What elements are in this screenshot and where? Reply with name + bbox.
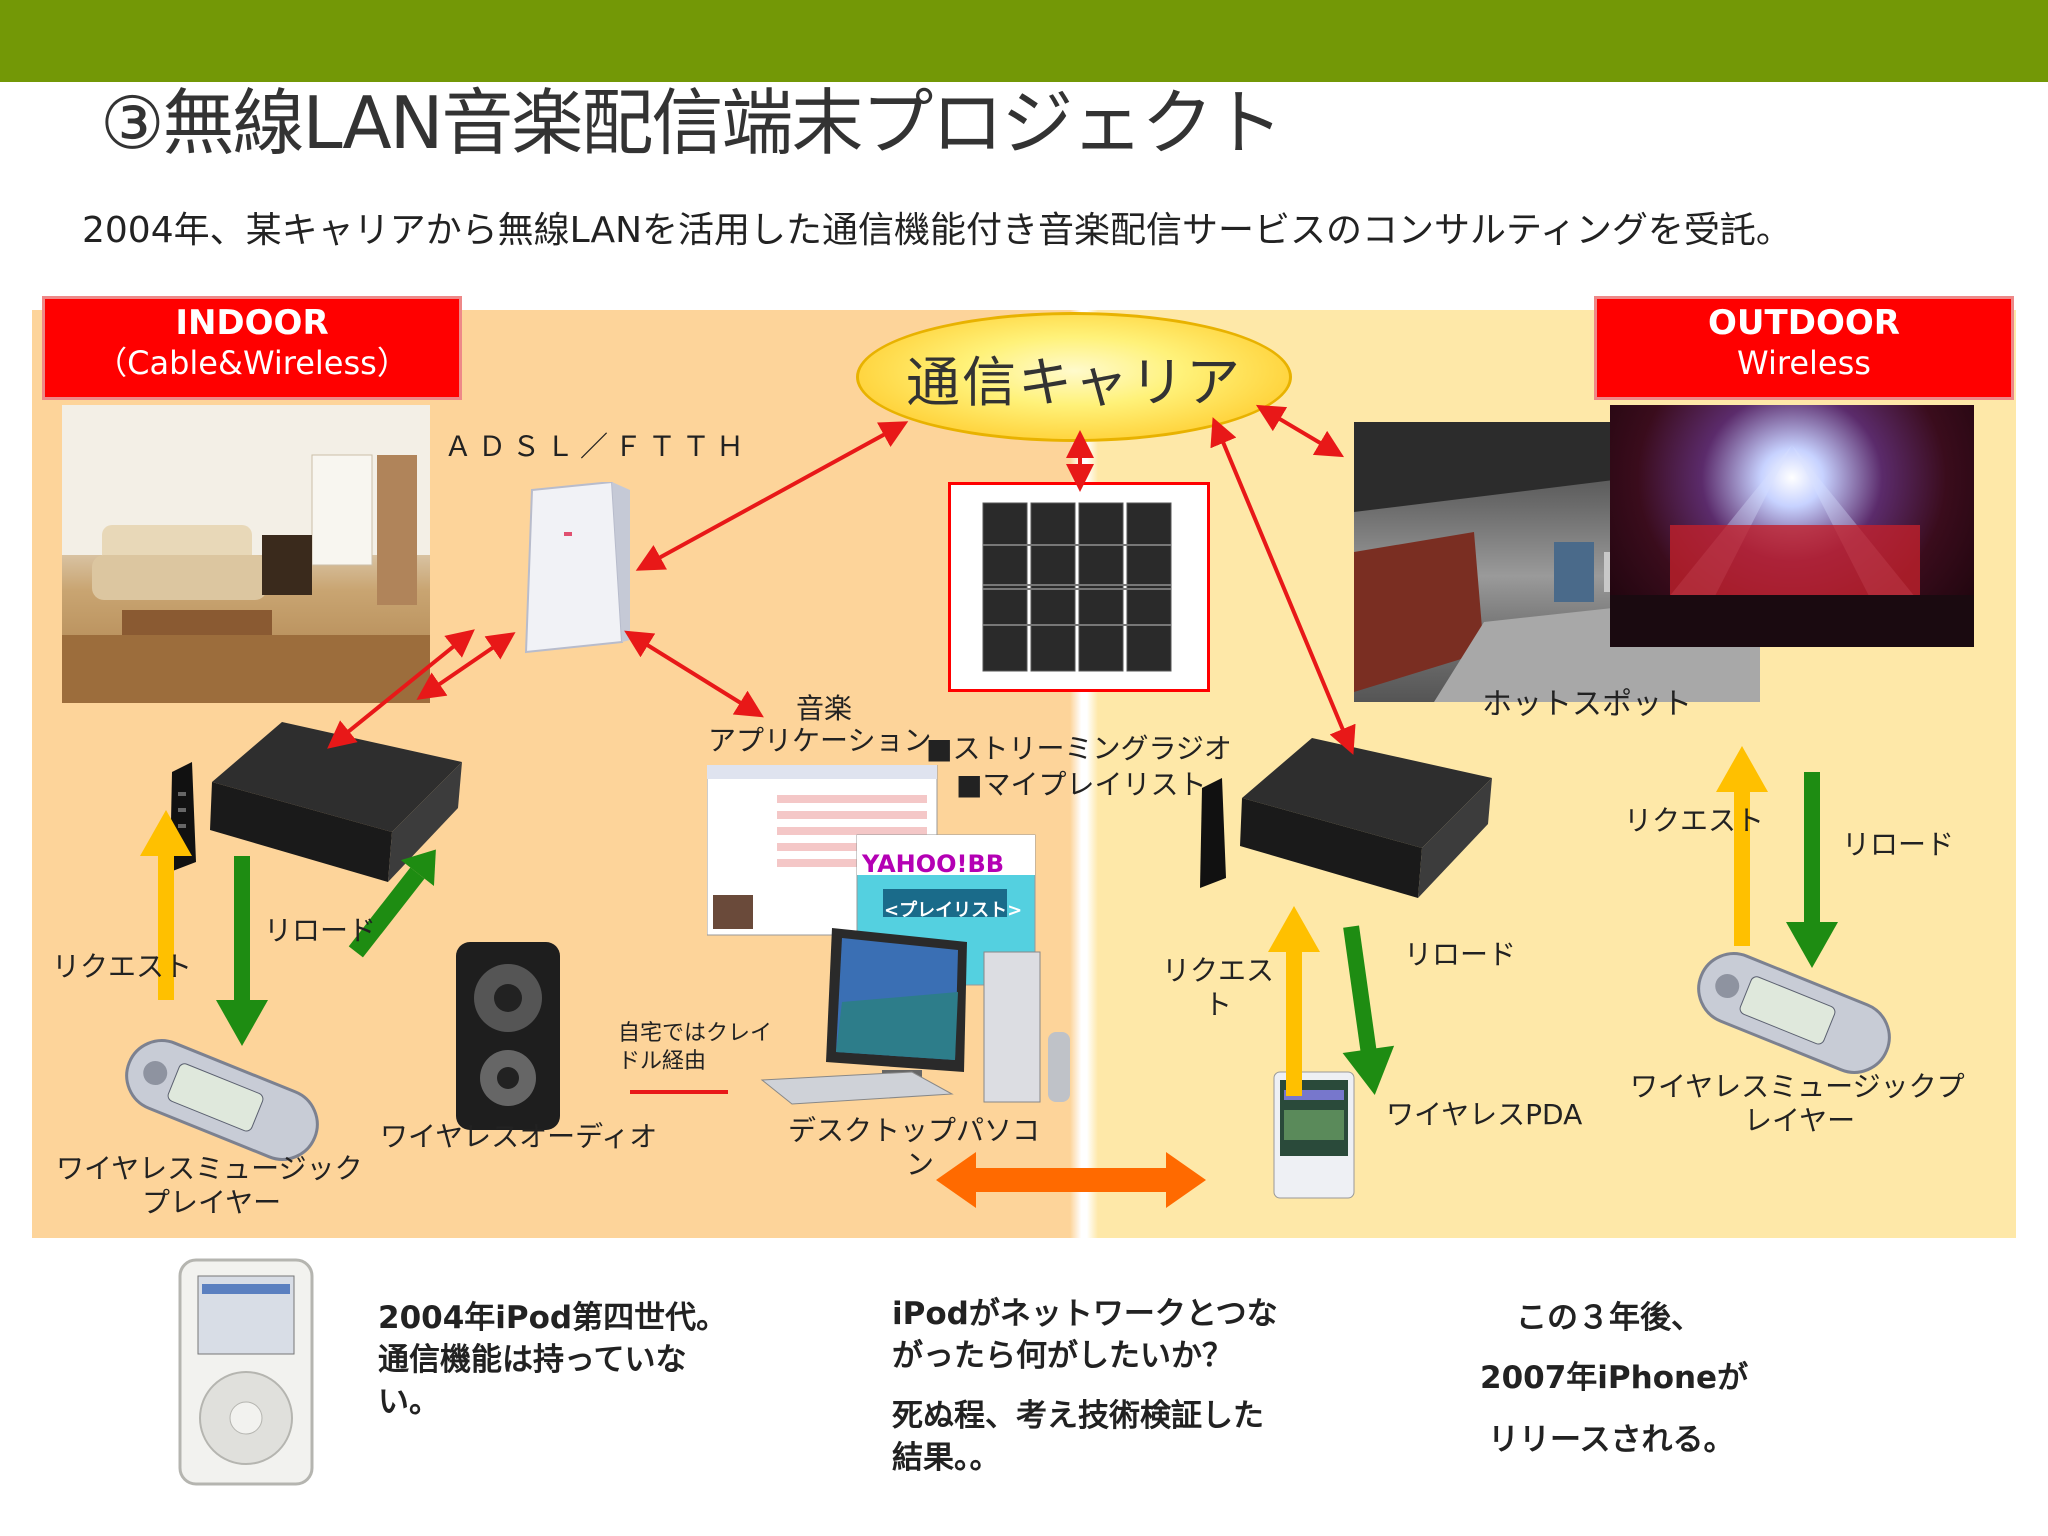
slide-title: ③無線LAN音楽配信端末プロジェクト bbox=[100, 81, 1283, 165]
wireless-speaker bbox=[456, 942, 560, 1130]
cradle-label-1: 自宅ではクレイ bbox=[618, 1021, 773, 1046]
ipod-note-2: 通信機能は持っていな bbox=[378, 1342, 687, 1378]
indoor-subtitle: （Cable&Wireless） bbox=[95, 344, 409, 382]
hotspot-label: ホットスポット bbox=[1482, 688, 1692, 718]
cradle-label-2: ドル経由 bbox=[618, 1049, 707, 1074]
playlist-header: <プレイリスト> bbox=[884, 900, 1023, 921]
request-label-left: リクエスト bbox=[52, 950, 193, 983]
concert-photo bbox=[1610, 405, 1974, 647]
ipod-note-3: い。 bbox=[378, 1384, 440, 1420]
arrow-right-reload bbox=[1786, 772, 1838, 968]
arrow-modem-terminal bbox=[327, 629, 475, 749]
outdoor-music-terminal bbox=[1200, 738, 1492, 898]
desktop-pc bbox=[760, 928, 1070, 1105]
music-app-label-1: 音楽 bbox=[796, 692, 853, 725]
arrow-mid-reload bbox=[1342, 925, 1395, 1095]
arrow-carrier-terminal bbox=[1210, 417, 1356, 755]
result-line-2: 結果。。 bbox=[892, 1440, 1001, 1476]
request-label-mid-2: ト bbox=[1204, 988, 1233, 1021]
arrow-indoor-outdoor bbox=[936, 1152, 1206, 1208]
player-label-right-1: ワイヤレスミュージックプ bbox=[1630, 1070, 1965, 1103]
wireless-audio-label: ワイヤレスオーディオ bbox=[380, 1120, 658, 1153]
request-label-right: リクエスト bbox=[1624, 804, 1765, 837]
indoor-label: INDOOR （Cable&Wireless） bbox=[42, 296, 462, 400]
wireless-music-player-right bbox=[1697, 952, 1891, 1074]
later-line-2: 2007年iPhoneが bbox=[1480, 1360, 1749, 1396]
question-line-1: iPodがネットワークとつな bbox=[892, 1296, 1278, 1332]
player-label-right-2: レイヤー bbox=[1744, 1104, 1856, 1137]
wireless-music-player-left bbox=[125, 1039, 319, 1161]
service-playlist: ■マイプレイリスト bbox=[956, 768, 1207, 801]
player-label-left-2: プレイヤー bbox=[142, 1186, 282, 1219]
ipod-note-1: 2004年iPod第四世代。 bbox=[378, 1300, 728, 1336]
arrow-modem-app bbox=[624, 630, 764, 718]
outdoor-title: OUTDOOR bbox=[1708, 303, 1900, 343]
yahoo-logo: YAHOO!BB bbox=[862, 850, 1005, 878]
arrow-speaker bbox=[348, 849, 436, 958]
music-app-label-2: アプリケーション bbox=[708, 724, 932, 757]
service-diagram: INDOOR （Cable&Wireless） OUTDOOR Wireless… bbox=[32, 296, 2016, 1238]
later-line-1: この３年後、 bbox=[1516, 1300, 1702, 1336]
reload-label-right: リロード bbox=[1842, 828, 1955, 861]
arrow-room-modem bbox=[416, 632, 516, 700]
living-room-photo bbox=[62, 405, 430, 703]
carrier-label: 通信キャリア bbox=[906, 350, 1242, 414]
connection-arrows bbox=[140, 404, 1838, 1208]
arrow-left-reload bbox=[216, 856, 268, 1046]
later-line-3: リリースされる。 bbox=[1488, 1422, 1735, 1458]
outdoor-subtitle: Wireless bbox=[1737, 344, 1871, 382]
indoor-title: INDOOR bbox=[175, 303, 329, 343]
service-streaming: ■ストリーミングラジオ bbox=[926, 732, 1232, 765]
arrow-modem-carrier bbox=[635, 421, 909, 571]
modem-device bbox=[524, 482, 630, 654]
server-rack bbox=[948, 482, 1210, 692]
reload-label-mid: リロード bbox=[1404, 938, 1517, 971]
request-label-mid-1: リクエス bbox=[1162, 954, 1275, 987]
pda-label: ワイヤレスPDA bbox=[1386, 1098, 1583, 1131]
result-line-1: 死ぬ程、考え技術検証した bbox=[892, 1398, 1264, 1434]
desktop-label-2: ン bbox=[906, 1148, 935, 1181]
arrow-left-request bbox=[140, 810, 192, 1000]
player-label-left-1: ワイヤレスミュージック bbox=[56, 1152, 363, 1185]
ipod-image bbox=[178, 1258, 314, 1486]
arrow-mid-request bbox=[1268, 906, 1320, 1096]
reload-label-left: リロード bbox=[264, 914, 377, 947]
outdoor-label: OUTDOOR Wireless bbox=[1594, 296, 2014, 400]
arrow-carrier-hotspot bbox=[1255, 404, 1345, 458]
wireless-pda bbox=[1273, 1071, 1355, 1199]
home-music-terminal bbox=[170, 722, 462, 882]
intro-text: 2004年、某キャリアから無線LANを活用した通信機能付き音楽配信サービスのコン… bbox=[82, 210, 1792, 251]
top-bar bbox=[0, 0, 2048, 82]
arrow-right-request bbox=[1716, 746, 1768, 946]
question-line-2: がったら何がしたいか？ bbox=[892, 1338, 1233, 1374]
desktop-label-1: デスクトップパソコ bbox=[788, 1114, 1041, 1147]
